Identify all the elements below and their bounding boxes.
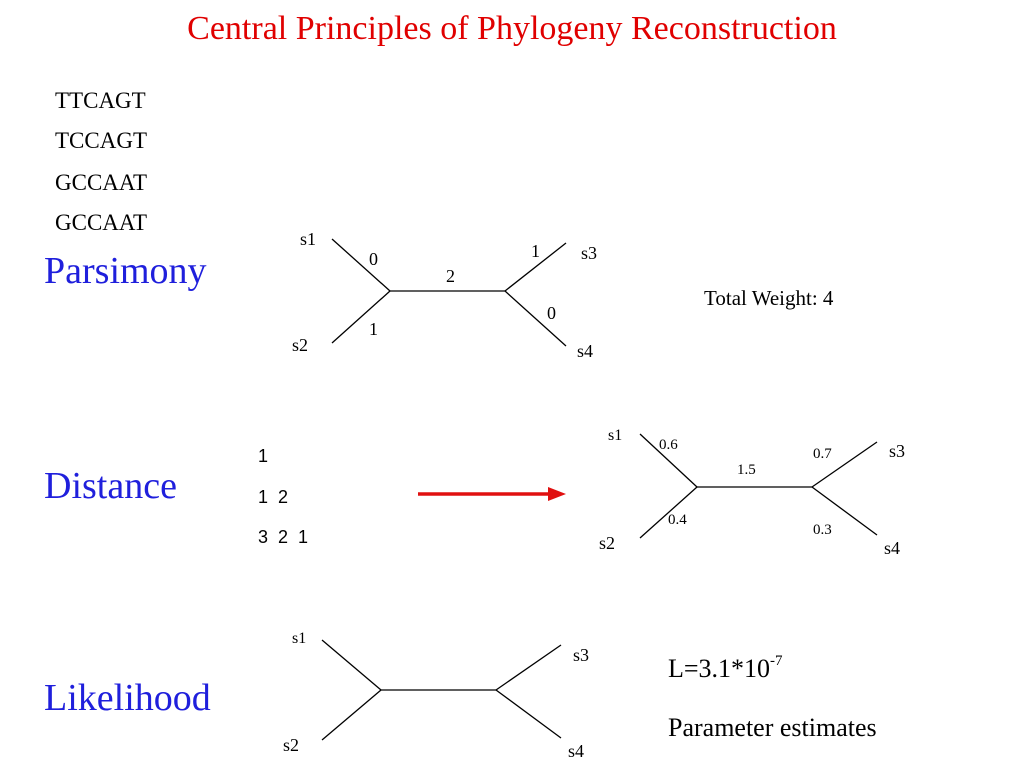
likelihood-branch-s3 [495, 644, 562, 691]
distance-matrix-row-1: 1 [258, 446, 269, 466]
parsimony-weight-s1: 0 [369, 249, 378, 269]
likelihood-branch-s4 [495, 689, 562, 739]
distance-length-s3: 0.7 [813, 446, 832, 462]
total-weight: Total Weight: 4 [704, 286, 834, 310]
distance-matrix-row-2: 1 2 [258, 487, 289, 507]
sequence-4: GCCAAT [55, 210, 148, 235]
distance-branch-s3 [811, 441, 878, 488]
likelihood-value: L=3.1*10-7 [668, 653, 783, 683]
sequence-2: TCCAGT [55, 128, 147, 153]
distance-length-s2: 0.4 [668, 512, 687, 528]
distance-heading: Distance [44, 465, 177, 507]
parsimony-weight-s3: 1 [531, 241, 540, 261]
parsimony-taxon-s2: s2 [292, 335, 309, 355]
parsimony-taxon-s4: s4 [577, 341, 594, 361]
parsimony-branch-s3 [504, 242, 567, 292]
parsimony-taxon-s3: s3 [581, 243, 598, 263]
parsimony-taxon-s1: s1 [300, 229, 317, 249]
likelihood-taxon-s1: s1 [292, 630, 307, 647]
distance-taxon-s3: s3 [889, 441, 906, 461]
parameter-estimates: Parameter estimates [668, 713, 877, 742]
sequence-3: GCCAAT [55, 170, 148, 195]
distance-tree [639, 433, 878, 539]
distance-branch-s1 [639, 433, 698, 488]
likelihood-taxon-s2: s2 [283, 735, 300, 755]
likelihood-branch-s1 [321, 639, 382, 691]
parsimony-branch-s4 [504, 290, 567, 347]
likelihood-taxon-s3: s3 [573, 645, 590, 665]
distance-taxon-s1: s1 [608, 427, 623, 444]
parsimony-branch-s2 [331, 290, 391, 344]
distance-branch-s4 [811, 486, 878, 536]
parsimony-tree [331, 238, 567, 347]
sequence-1: TTCAGT [55, 88, 146, 113]
arrow-icon [418, 487, 566, 501]
likelihood-taxon-s4: s4 [568, 741, 585, 761]
parsimony-branch-s1 [331, 238, 391, 292]
parsimony-weight-internal: 2 [446, 266, 455, 286]
likelihood-tree [321, 639, 562, 741]
distance-branch-s2 [639, 486, 698, 539]
likelihood-base: L=3.1*10 [668, 654, 771, 683]
distance-taxon-s4: s4 [884, 538, 901, 558]
distance-length-s1: 0.6 [659, 437, 678, 453]
parsimony-weight-s4: 0 [547, 303, 556, 323]
distance-taxon-s2: s2 [599, 533, 616, 553]
parsimony-weight-s2: 1 [369, 319, 378, 339]
page-title: Central Principles of Phylogeny Reconstr… [187, 10, 837, 47]
distance-length-s4: 0.3 [813, 522, 832, 538]
distance-matrix-row-3: 3 2 1 [258, 527, 309, 547]
parsimony-heading: Parsimony [44, 250, 207, 292]
likelihood-exponent: -7 [770, 653, 783, 670]
likelihood-heading: Likelihood [44, 677, 211, 719]
likelihood-branch-s2 [321, 689, 382, 741]
distance-length-internal: 1.5 [737, 462, 756, 478]
